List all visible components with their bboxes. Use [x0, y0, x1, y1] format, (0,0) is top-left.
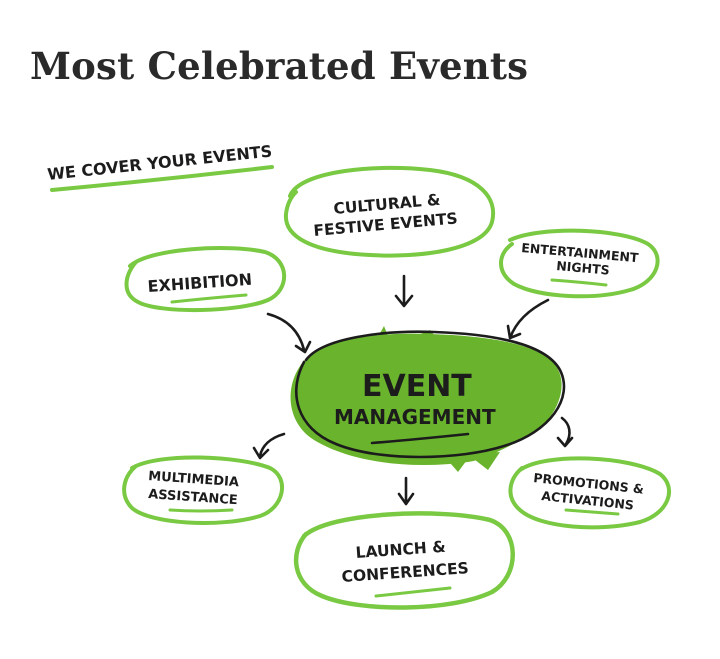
node-launch-underline — [374, 586, 452, 598]
node-entertainment-line2: NIGHTS — [556, 258, 610, 278]
center-line2: MANAGEMENT — [334, 405, 496, 429]
node-exhibition-underline — [170, 293, 248, 304]
node-multimedia-ring — [122, 455, 284, 525]
arrow-entertainment-to-center — [506, 298, 550, 340]
node-multimedia-underline — [168, 508, 234, 513]
center-outline — [295, 330, 566, 459]
node-entertainment-ring — [499, 228, 660, 299]
node-entertainment-underline — [550, 278, 608, 287]
center-fill-spike-bottom — [444, 452, 500, 472]
node-multimedia-line2: ASSISTANCE — [148, 487, 238, 508]
node-exhibition-ring — [124, 246, 287, 312]
node-multimedia: MULTIMEDIA ASSISTANCE — [122, 455, 284, 525]
node-launch-ring — [293, 511, 515, 610]
node-cultural-ring — [283, 165, 496, 258]
node-cultural-festive: CULTURAL & FESTIVE EVENTS — [283, 165, 496, 258]
node-entertainment: ENTERTAINMENT NIGHTS — [499, 228, 660, 299]
arrow-center-to-promotions — [556, 416, 574, 448]
connector-arrows — [252, 274, 574, 506]
node-exhibition: EXHIBITION — [124, 246, 287, 312]
node-launch-line2: CONFERENCES — [341, 559, 469, 586]
center-node: EVENT MANAGEMENT — [290, 326, 566, 472]
node-promotions: PROMOTIONS & ACTIVATIONS — [508, 456, 672, 530]
tagline-underline — [50, 165, 274, 192]
arrow-cultural-to-center — [394, 274, 414, 308]
arrow-center-to-multimedia — [252, 432, 286, 460]
node-promotions-ring — [508, 456, 672, 530]
node-promotions-underline — [564, 508, 620, 516]
node-exhibition-label: EXHIBITION — [147, 270, 253, 296]
page-title: Most Celebrated Events — [30, 44, 529, 88]
arrow-exhibition-to-center — [266, 312, 312, 354]
node-launch-line1: LAUNCH & — [355, 538, 446, 562]
center-fill-spike-top — [372, 326, 440, 348]
center-underline — [370, 432, 470, 445]
center-line1: EVENT — [362, 369, 472, 404]
center-fill — [290, 333, 562, 466]
tagline-group: WE COVER YOUR EVENTS — [46, 141, 274, 192]
node-launch: LAUNCH & CONFERENCES — [293, 511, 515, 610]
node-multimedia-line1: MULTIMEDIA — [148, 469, 240, 490]
arrow-center-to-launch — [397, 476, 415, 506]
